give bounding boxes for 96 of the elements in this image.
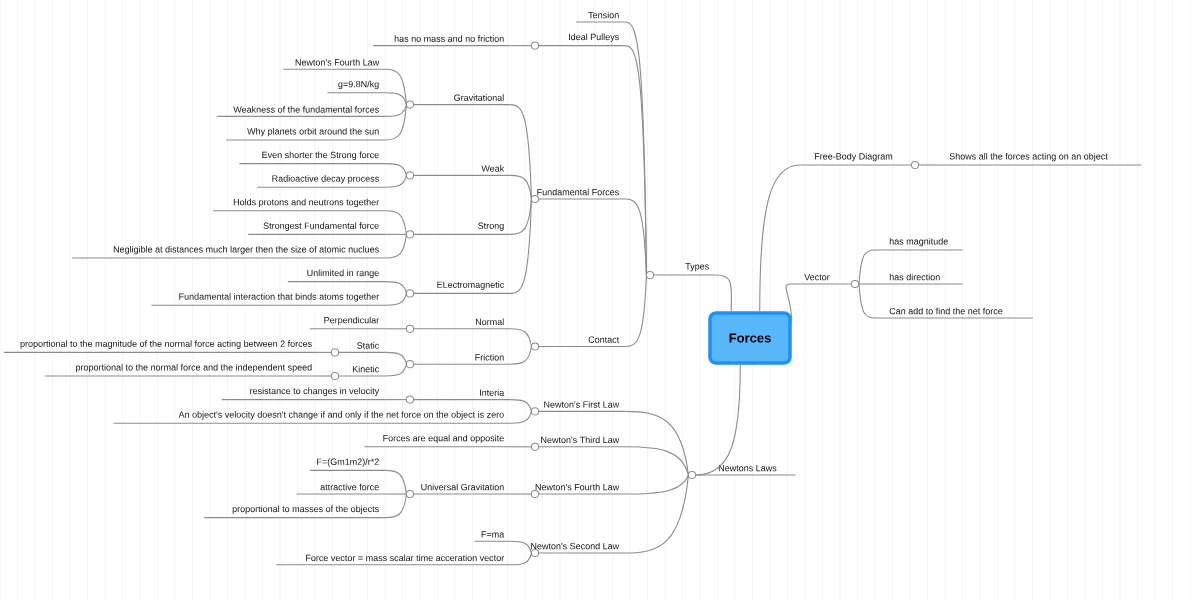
topic-label: Why planets orbit around the sun — [225, 127, 386, 141]
topic-label: Types — [645, 263, 716, 280]
topic-label: Weak — [405, 165, 511, 180]
branch-line — [509, 540, 532, 554]
branch-line — [384, 292, 407, 306]
topic-label: has direction — [874, 273, 964, 285]
branch-line — [384, 233, 407, 259]
branch-line — [509, 198, 532, 294]
branch-line — [384, 104, 407, 141]
topic-label: Fundamental Forces — [530, 188, 626, 204]
topic-label: Contact — [530, 336, 626, 351]
topic-label: Negligible at distances much larger then the size of atomic nuclues — [71, 245, 386, 259]
branch-line — [918, 164, 936, 166]
branch-line — [624, 410, 689, 476]
branch-line — [509, 446, 532, 448]
branch-line — [384, 469, 407, 495]
topic-label: Fundamental interaction that binds atoms together — [150, 293, 386, 306]
branch-line — [384, 399, 407, 401]
branch-line — [785, 283, 793, 324]
topic-label: has magnitude — [874, 237, 964, 251]
branch-line — [858, 249, 876, 285]
branch-line — [384, 363, 407, 377]
branch-line — [509, 410, 532, 424]
branch-line — [714, 274, 732, 312]
branch-line — [509, 345, 532, 365]
topic-label: Friction — [405, 353, 511, 369]
topic-label: F=ma — [473, 531, 511, 542]
branch-line — [509, 552, 532, 566]
topic-label: Newton's First Law — [530, 401, 626, 416]
topic-label: proportional to the normal force and the independent speed — [44, 363, 319, 377]
branch-line — [858, 283, 876, 285]
topic-label: Interia — [405, 389, 511, 404]
topic-label: Newtons Laws — [687, 465, 796, 480]
branch-line — [624, 474, 689, 495]
topic-label: Force vector = mass scalar time acceration vector — [275, 554, 511, 566]
topic-label: An object's velocity doesn't change if and only if the net force on the object is zero — [113, 411, 511, 424]
topic-label: Holds protons and neutrons together — [212, 198, 386, 212]
branch-line — [624, 446, 689, 476]
branch-line — [384, 493, 407, 495]
topic-label: has no mass and no friction — [372, 35, 511, 47]
topic-label: F=(Gm1m2)/r*2 — [309, 458, 386, 471]
topic-label: Shows all the forces acting on an object — [934, 152, 1142, 166]
topic-label: Newton's Third Law — [530, 436, 626, 451]
branch-line — [384, 351, 407, 365]
branch-line — [317, 351, 332, 353]
branch-line — [384, 163, 407, 176]
branch-line — [384, 68, 407, 106]
topic-label: Kinetic — [330, 365, 386, 381]
branch-line — [384, 92, 407, 106]
topic-label: Radioactive decay process — [256, 175, 386, 188]
branch-line — [509, 45, 532, 47]
branch-line — [509, 399, 532, 412]
topic-label: Newton's Fourth Law — [530, 483, 626, 499]
branch-line — [384, 174, 407, 188]
topic-label: ELectromagnetic — [405, 281, 511, 298]
topic-label: Weakness of the fundamental forces — [216, 106, 386, 117]
topic-label: Tension — [575, 11, 626, 23]
branch-line — [384, 210, 407, 235]
topic-label: Normal — [405, 318, 511, 333]
topic-label: Even shorter the Strong force — [238, 151, 386, 165]
branch-line — [695, 364, 741, 476]
branch-line — [509, 328, 532, 348]
topic-label: Newton's Fourth Law — [282, 58, 386, 70]
topic-label: Free-Body Diagram — [799, 152, 920, 170]
topic-label: Forces are equal and opposite — [363, 434, 511, 448]
topic-label: Strongest Fundamental force — [247, 222, 386, 235]
branch-line — [624, 198, 647, 276]
branch-line — [317, 375, 332, 377]
topic-label: Vector — [789, 274, 860, 289]
branch-line — [384, 493, 407, 519]
branch-line — [509, 174, 532, 200]
branch-line — [759, 164, 801, 312]
topic-label: Gravitational — [405, 94, 511, 109]
branch-line — [624, 274, 647, 348]
topic-label: attractive force — [296, 483, 386, 495]
topic-label: Ideal Pulleys — [530, 33, 626, 50]
branch-line — [384, 281, 407, 294]
branch-line — [384, 104, 407, 117]
branch-line — [858, 283, 876, 319]
topic-label: g=9.8N/kg — [326, 80, 386, 94]
branch-line — [624, 474, 689, 554]
branch-line — [509, 198, 532, 235]
central-topic-box: Forces — [708, 311, 792, 365]
topic-label: Static — [330, 342, 386, 357]
topic-label: resistance to changes in velocity — [221, 387, 386, 401]
topic-label: Strong — [405, 222, 511, 239]
topic-label: proportional to masses of the objects — [203, 505, 386, 519]
topic-label: proportional to the magnitude of the normal force acting between 2 forces — [3, 340, 319, 353]
topic-label: Unlimited in range — [287, 269, 386, 283]
topic-label: Can add to find the net force — [874, 307, 1034, 319]
topic-label: Universal Gravitation — [405, 483, 511, 499]
branch-line — [384, 233, 407, 235]
branch-line — [509, 493, 532, 495]
topic-label: Newton's Second Law — [530, 542, 626, 558]
branch-line — [384, 328, 407, 330]
topic-label: Perpendicular — [309, 316, 386, 330]
